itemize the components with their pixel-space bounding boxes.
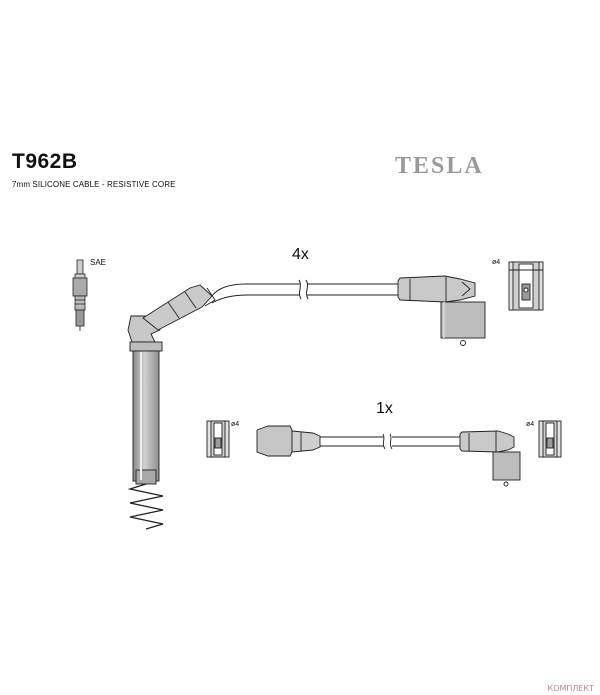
short-lead-coil-connector bbox=[256, 425, 321, 457]
spark-plug-icon bbox=[72, 259, 88, 331]
short-lead-quantity: 1x bbox=[376, 400, 393, 417]
plug-boot-90deg bbox=[397, 275, 486, 346]
terminal-diameter-label-left: ø4 bbox=[231, 421, 240, 428]
cable-break-gap-short bbox=[384, 436, 392, 447]
spring-icon bbox=[127, 483, 164, 530]
part-number: T962B bbox=[12, 150, 78, 173]
coil-connector-angled bbox=[142, 284, 216, 331]
coil-boot-tube bbox=[127, 315, 163, 485]
cable-break-gap bbox=[300, 283, 307, 296]
cable-description: 7mm SILICONE CABLE - RESISTIVE CORE bbox=[12, 180, 176, 189]
short-lead-plug-boot-90deg bbox=[459, 430, 521, 487]
spark-plug-standard-label: SAE bbox=[90, 258, 107, 267]
terminal-detail-icon-left bbox=[206, 420, 230, 458]
terminal-diameter-label: ø4 bbox=[492, 259, 501, 266]
terminal-diameter-label-right: ø4 bbox=[526, 421, 535, 428]
terminal-detail-icon-right bbox=[538, 420, 562, 458]
terminal-detail-icon bbox=[508, 261, 544, 311]
long-lead-quantity: 4x bbox=[292, 246, 309, 263]
brand-logo: TESLA bbox=[395, 153, 484, 179]
watermark: КОМПЛЕКТ bbox=[547, 684, 594, 693]
